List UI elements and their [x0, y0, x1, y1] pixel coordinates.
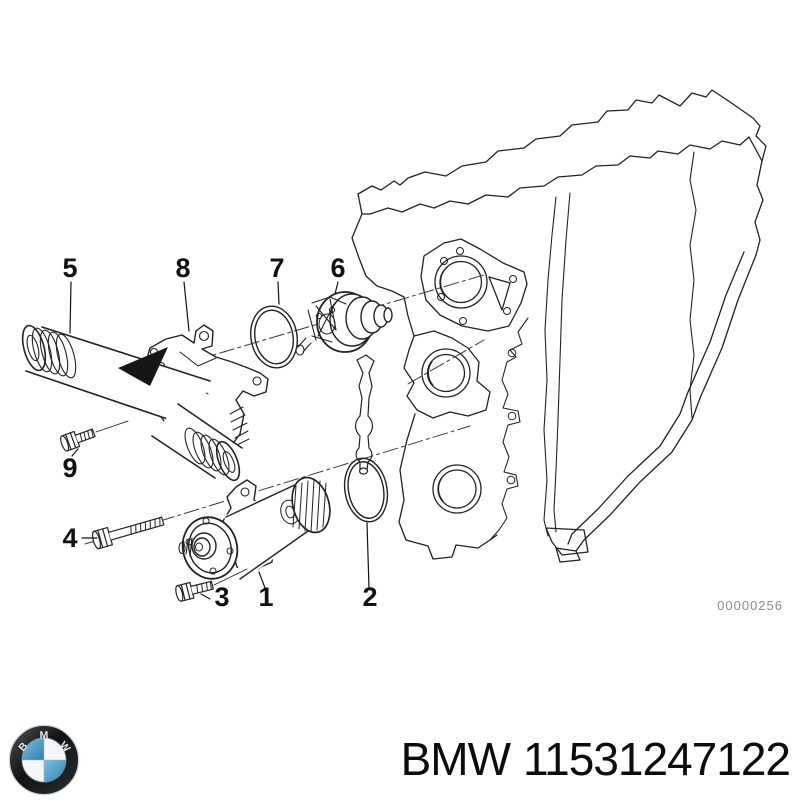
timing-cover-port-flange	[403, 330, 491, 419]
callout-label-9: 9	[62, 453, 77, 483]
part-4-bolt	[91, 516, 165, 550]
brand-text: BMW	[400, 733, 511, 785]
callout-4: 4	[62, 523, 98, 553]
callout-9: 9	[62, 448, 79, 483]
callout-label-1: 1	[258, 582, 273, 612]
housing-outlet-stub	[151, 403, 243, 482]
callout-label-5: 5	[62, 253, 77, 283]
callout-3: 3	[200, 582, 230, 612]
diagram-canvas: 5 8 7 6 9	[21, 89, 783, 613]
part-7-o-ring	[250, 305, 298, 369]
callout-7: 7	[269, 253, 285, 305]
water-pump-mount-flange	[420, 238, 528, 332]
callout-1: 1	[258, 571, 274, 612]
part-5-hose-fitting	[21, 324, 211, 429]
callout-2: 2	[362, 522, 378, 612]
logo-letter-m: M	[39, 729, 48, 741]
part-2-o-ring	[343, 457, 389, 523]
part-3-bolt	[175, 568, 248, 602]
bmw-logo-icon: B M W	[8, 724, 80, 796]
callout-label-3: 3	[214, 582, 229, 612]
part-number-text: 11531247122	[523, 733, 791, 785]
tensioner-rod	[354, 354, 375, 475]
callout-label-8: 8	[175, 253, 190, 283]
callout-label-7: 7	[269, 253, 284, 283]
drawing-number: 00000256	[717, 598, 783, 613]
engine-block-drawing	[351, 89, 767, 563]
crank-seal-bore	[432, 464, 482, 514]
callout-6: 6	[330, 253, 346, 295]
part-6-thermostat	[295, 291, 393, 356]
logo-quadrant-blue-br	[44, 760, 66, 782]
callout-8: 8	[175, 253, 191, 332]
callout-5: 5	[62, 253, 78, 334]
callouts: 5 8 7 6 9	[62, 253, 377, 612]
callout-label-6: 6	[330, 253, 345, 283]
callout-label-2: 2	[362, 582, 377, 612]
logo-quadrant-blue-tl	[22, 738, 44, 760]
callout-label-4: 4	[62, 523, 77, 553]
part-9-bolt	[60, 420, 129, 452]
exploded-parts-diagram: 5 8 7 6 9	[21, 89, 783, 613]
part-1-water-pump	[178, 476, 331, 581]
